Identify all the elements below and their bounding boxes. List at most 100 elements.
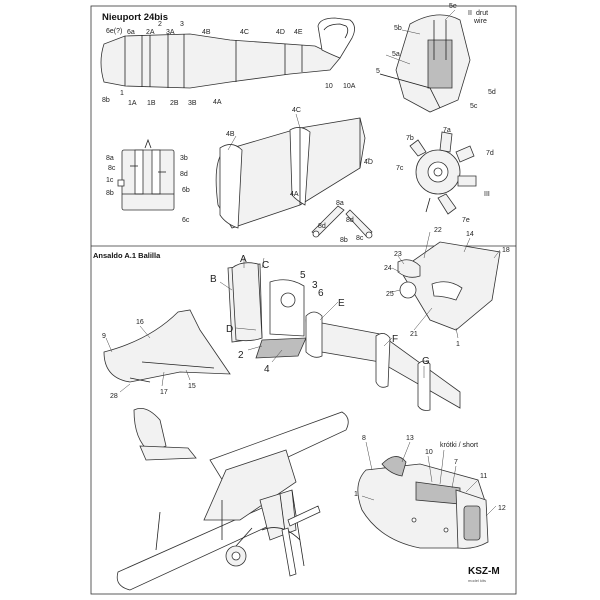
svg-text:1: 1 xyxy=(120,90,124,97)
svg-text:C: C xyxy=(262,260,269,271)
nieuport-fuselage-assembly xyxy=(215,113,371,229)
svg-text:F: F xyxy=(392,334,398,345)
ansaldo-fuselage-labels: A C B D 2 4 5 3 6 E F G xyxy=(210,254,430,375)
svg-text:8c: 8c xyxy=(356,235,364,242)
svg-text:4A: 4A xyxy=(213,99,222,106)
svg-text:drut: drut xyxy=(476,10,488,17)
sheet-frame xyxy=(90,5,517,595)
ansaldo-wing-detail xyxy=(391,231,501,339)
svg-text:8b: 8b xyxy=(106,190,114,197)
svg-text:11: 11 xyxy=(480,473,487,480)
ansaldo-tailplane-labels: 9 16 17 15 28 xyxy=(102,319,196,400)
svg-text:7: 7 xyxy=(454,459,458,466)
svg-text:8b: 8b xyxy=(340,237,348,244)
svg-text:4C: 4C xyxy=(292,107,301,114)
svg-text:4D: 4D xyxy=(276,29,285,36)
nieuport-guns-detail: 8a 8d 8d 8b 8c xyxy=(311,200,373,244)
svg-text:5: 5 xyxy=(376,68,380,75)
svg-text:1c: 1c xyxy=(106,177,114,184)
nieuport-fuselage xyxy=(100,17,355,89)
ansaldo-wing-labels: 22 14 18 23 24 25 21 1 xyxy=(384,227,510,348)
svg-text:III: III xyxy=(484,191,490,198)
svg-text:28: 28 xyxy=(110,393,118,400)
svg-text:13: 13 xyxy=(406,435,414,442)
svg-text:2B: 2B xyxy=(170,100,179,107)
svg-text:D: D xyxy=(226,324,233,335)
svg-text:23: 23 xyxy=(394,251,402,258)
svg-text:4E: 4E xyxy=(294,29,303,36)
svg-text:15: 15 xyxy=(188,383,196,390)
svg-text:3b: 3b xyxy=(180,155,188,162)
svg-text:10: 10 xyxy=(325,83,333,90)
svg-text:10: 10 xyxy=(425,449,433,456)
svg-text:8a: 8a xyxy=(106,155,114,162)
svg-text:1A: 1A xyxy=(128,100,137,107)
svg-text:8: 8 xyxy=(362,435,366,442)
svg-text:4B: 4B xyxy=(202,29,211,36)
svg-text:7d: 7d xyxy=(486,150,494,157)
svg-text:E: E xyxy=(338,298,345,309)
svg-text:8d: 8d xyxy=(346,217,354,224)
nieuport-rotary-labels: 7a 7b 7c 7d III 7e xyxy=(396,127,494,224)
nieuport-rotary-engine xyxy=(409,131,477,215)
svg-text:16: 16 xyxy=(136,319,144,326)
svg-text:4A: 4A xyxy=(290,191,299,198)
svg-text:21: 21 xyxy=(410,331,418,338)
svg-text:A: A xyxy=(240,254,247,265)
nieuport-engine-labels: 8a 8c 1c 8b 3b 8d 6b 6c xyxy=(106,155,190,224)
svg-text:2A: 2A xyxy=(146,29,155,36)
svg-text:4C: 4C xyxy=(240,29,249,36)
nieuport-title: Nieuport 24bis xyxy=(102,12,168,23)
svg-text:7e: 7e xyxy=(462,217,470,224)
svg-text:5a: 5a xyxy=(392,51,400,58)
nieuport-cockpit-detail xyxy=(379,9,471,113)
svg-text:6: 6 xyxy=(318,288,324,299)
svg-text:9: 9 xyxy=(102,333,106,340)
svg-text:3B: 3B xyxy=(188,100,197,107)
svg-text:1B: 1B xyxy=(147,100,156,107)
svg-text:G: G xyxy=(422,356,430,367)
svg-text:5e: 5e xyxy=(449,3,457,10)
svg-text:3: 3 xyxy=(180,21,184,28)
svg-text:6e(?): 6e(?) xyxy=(106,28,122,35)
svg-text:7c: 7c xyxy=(396,165,404,172)
svg-text:2: 2 xyxy=(238,350,244,361)
svg-text:24: 24 xyxy=(384,265,392,272)
ansaldo-title: Ansaldo A.1 Balilla xyxy=(93,251,161,260)
svg-text:5c: 5c xyxy=(470,103,478,110)
svg-text:25: 25 xyxy=(386,291,394,298)
svg-text:8c: 8c xyxy=(108,165,116,172)
svg-text:model kits: model kits xyxy=(468,578,486,583)
svg-text:1: 1 xyxy=(354,491,358,498)
svg-text:wire: wire xyxy=(473,18,487,25)
svg-text:6a: 6a xyxy=(127,29,135,36)
svg-text:4B: 4B xyxy=(226,131,235,138)
svg-text:5d: 5d xyxy=(488,89,496,96)
nieuport-assembly-labels: 4B 4C 4A 4D xyxy=(226,107,373,198)
ansaldo-cowling-labels: 8 13 krótki / short 10 7 11 12 1 xyxy=(354,435,506,512)
svg-text:6b: 6b xyxy=(182,187,190,194)
svg-text:14: 14 xyxy=(466,231,474,238)
svg-text:5: 5 xyxy=(300,270,306,281)
svg-text:3A: 3A xyxy=(166,29,175,36)
svg-text:2: 2 xyxy=(158,21,162,28)
svg-text:22: 22 xyxy=(434,227,442,234)
svg-text:1: 1 xyxy=(456,341,460,348)
svg-text:7a: 7a xyxy=(443,127,451,134)
svg-text:4: 4 xyxy=(264,364,270,375)
svg-text:17: 17 xyxy=(160,389,168,396)
svg-text:KSZ-M: KSZ-M xyxy=(468,566,500,577)
ksz-m-logo: KSZ-M model kits xyxy=(468,566,500,583)
svg-text:krótki / short: krótki / short xyxy=(440,442,478,449)
svg-text:B: B xyxy=(210,274,217,285)
ansaldo-biplane-view xyxy=(116,407,349,591)
svg-text:7b: 7b xyxy=(406,135,414,142)
svg-text:8a: 8a xyxy=(336,200,344,207)
svg-text:3: 3 xyxy=(312,280,318,291)
svg-text:6c: 6c xyxy=(182,217,190,224)
svg-text:5b: 5b xyxy=(394,25,402,32)
svg-text:II: II xyxy=(468,10,472,17)
ansaldo-cowling-detail xyxy=(357,441,497,549)
svg-text:8d: 8d xyxy=(180,171,188,178)
svg-text:12: 12 xyxy=(498,505,506,512)
